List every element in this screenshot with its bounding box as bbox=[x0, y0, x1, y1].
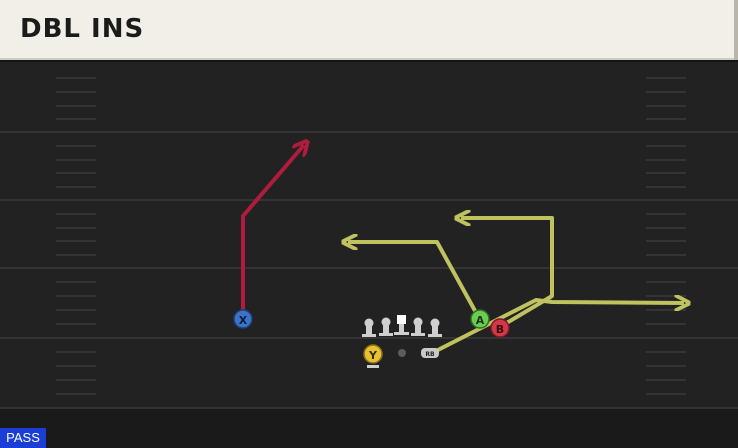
hash-marks-left bbox=[56, 77, 96, 395]
player-y-label: Y bbox=[368, 349, 378, 362]
play-title-bar: DBL INS bbox=[0, 0, 738, 60]
player-x[interactable]: X bbox=[233, 309, 253, 329]
route-a-in bbox=[348, 242, 481, 319]
yard-lines bbox=[0, 131, 738, 409]
player-y[interactable]: Y bbox=[363, 344, 383, 368]
play-type-badge: PASS bbox=[0, 428, 46, 448]
route-x-post bbox=[241, 145, 304, 318]
title-bar-edge bbox=[734, 0, 738, 60]
center bbox=[394, 315, 409, 335]
lineman-lg bbox=[379, 317, 393, 336]
player-x-label: X bbox=[239, 314, 248, 327]
quarterback-marker bbox=[398, 349, 406, 357]
player-rb-label: RB bbox=[425, 351, 435, 358]
player-a[interactable]: A bbox=[470, 309, 490, 329]
field-bottom-shade bbox=[0, 408, 738, 448]
play-title: DBL INS bbox=[20, 14, 145, 44]
player-rb[interactable]: RB bbox=[421, 348, 439, 358]
lineman-rg bbox=[411, 317, 425, 336]
play-field: X A B Y RB bbox=[0, 62, 738, 448]
player-b[interactable]: B bbox=[490, 318, 510, 338]
player-a-label: A bbox=[476, 314, 485, 327]
player-b-label: B bbox=[496, 323, 504, 336]
offensive-line bbox=[362, 315, 442, 337]
lineman-rt bbox=[428, 318, 442, 337]
lineman-lt bbox=[362, 318, 376, 337]
field-turf bbox=[0, 62, 738, 448]
route-b-in bbox=[461, 218, 554, 329]
